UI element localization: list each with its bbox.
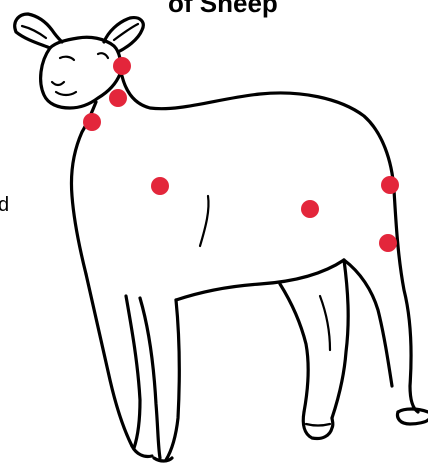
marker-thigh: [379, 234, 397, 252]
marker-flank: [301, 200, 319, 218]
marker-throat: [109, 89, 127, 107]
sheep-body: [71, 76, 428, 461]
marker-hip: [381, 176, 399, 194]
marker-neck: [83, 113, 101, 131]
marker-group: [83, 57, 399, 252]
marker-jaw: [113, 57, 131, 75]
marker-shoulder: [151, 177, 169, 195]
